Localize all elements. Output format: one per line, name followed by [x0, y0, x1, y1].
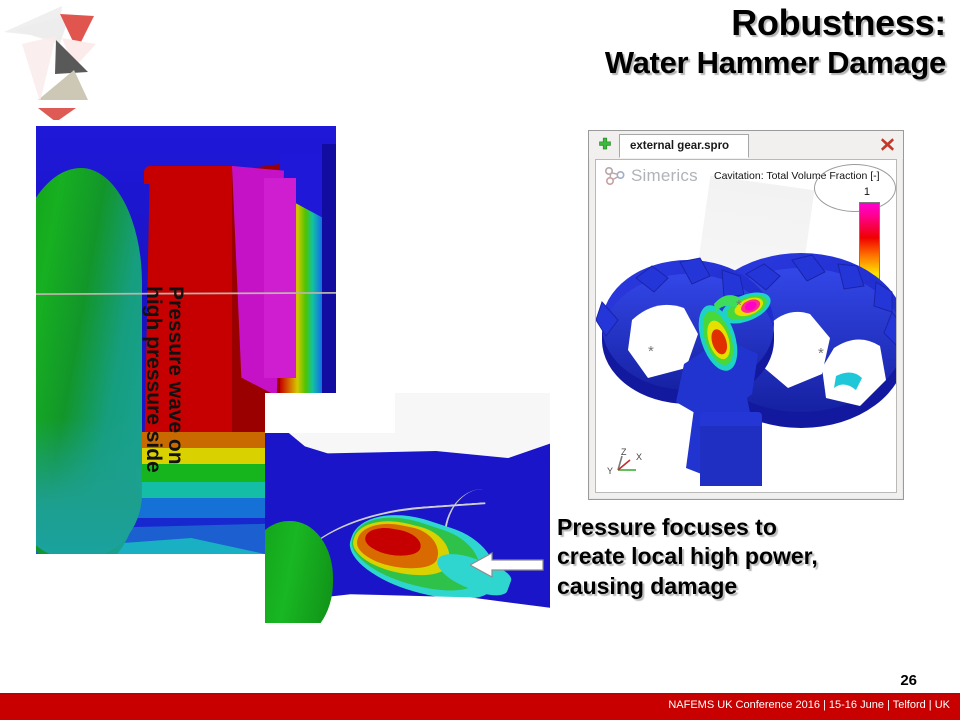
cfd-damage-inset-image — [265, 393, 550, 623]
colorbar-max-label: 1 — [863, 186, 870, 198]
footer-bar: NAFEMS UK Conference 2016 | 15-16 June |… — [0, 695, 960, 720]
simerics-viewport[interactable]: Simerics Cavitation: Total Volume Fracti… — [595, 159, 897, 493]
pressure-wave-annotation: Pressure wave on high pressure side — [141, 286, 187, 536]
tab-external-gear[interactable]: external gear.spro — [619, 134, 749, 158]
axis-triad-icon: X Y Z — [606, 444, 652, 478]
caption-line-1: Pressure focuses to — [557, 514, 777, 540]
page-title: Robustness: — [731, 2, 946, 43]
nafems-triangle-logo — [0, 0, 120, 120]
window-tab-bar: external gear.spro — [589, 131, 903, 159]
cfd-edge-line — [36, 292, 336, 295]
svg-text:*: * — [648, 343, 654, 360]
cfd-band-orange — [142, 432, 294, 448]
cfd-magenta-core — [264, 178, 296, 378]
molecule-icon — [604, 166, 626, 186]
simerics-window[interactable]: external gear.spro Simer — [588, 130, 904, 500]
cfd-band-cyan — [136, 482, 298, 498]
simerics-wordmark: Simerics — [631, 166, 698, 185]
cfd-green-rotor — [36, 168, 142, 554]
svg-text:*: * — [818, 345, 824, 362]
svg-text:Z: Z — [621, 447, 627, 457]
footer-text: NAFEMS UK Conference 2016 | 15-16 June |… — [668, 699, 950, 711]
svg-text:*: * — [736, 297, 742, 314]
footer-rule — [0, 693, 960, 695]
damage-caption: Pressure focuses to create local high po… — [557, 513, 957, 601]
cfd-band-yellow — [140, 448, 294, 464]
tab-label: external gear.spro — [630, 140, 730, 152]
gear-cavitation-render: * * * — [596, 216, 896, 486]
caption-line-2: create local high power, — [557, 543, 818, 570]
close-icon[interactable] — [880, 137, 895, 152]
cfd-red-column — [144, 170, 240, 470]
slide-title-block: Robustness: Water Hammer Damage — [386, 2, 946, 81]
annotation-ellipse — [814, 164, 896, 212]
svg-text:Y: Y — [607, 466, 613, 476]
svg-text:X: X — [636, 452, 642, 462]
inset-white-corner — [265, 393, 395, 433]
plus-icon[interactable] — [597, 137, 613, 153]
left-arrow-icon — [468, 551, 544, 579]
cfd-band-lightblue — [132, 498, 302, 518]
cfd-band-green — [138, 464, 296, 482]
pressure-wave-annotation-line1: Pressure wave on — [164, 286, 187, 465]
page-number: 26 — [900, 672, 917, 689]
page-subtitle: Water Hammer Damage — [604, 44, 946, 80]
pressure-wave-annotation-line2: high pressure side — [141, 286, 165, 473]
inset-top-blue — [265, 451, 550, 491]
caption-line-3: causing damage — [557, 572, 738, 599]
simerics-brand: Simerics — [604, 166, 698, 186]
